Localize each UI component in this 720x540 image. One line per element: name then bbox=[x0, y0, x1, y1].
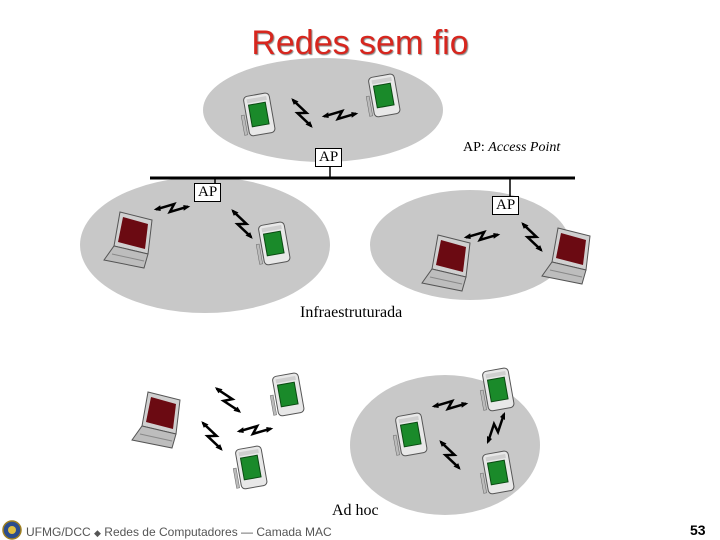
laptop-device bbox=[132, 392, 180, 448]
pda-device bbox=[267, 372, 304, 417]
ufmg-logo-icon bbox=[2, 520, 22, 540]
wireless-link-icon bbox=[237, 413, 274, 446]
wireless-link-icon bbox=[210, 387, 246, 413]
footer: UFMG/DCC ◆ Redes de Computadores — Camad… bbox=[26, 525, 332, 539]
ap-note-prefix: AP: bbox=[463, 140, 488, 155]
footer-course: Redes de Computadores — Camada MAC bbox=[104, 525, 331, 539]
adhoc-label: Ad hoc bbox=[332, 502, 379, 520]
ap-definition-note: AP: Access Point bbox=[463, 140, 560, 156]
ap-label-left: AP bbox=[194, 183, 221, 202]
footer-institution: UFMG/DCC bbox=[26, 525, 91, 539]
ap-note-term: Access Point bbox=[488, 140, 560, 155]
wireless-link-icon bbox=[194, 421, 231, 451]
pda-device bbox=[230, 445, 267, 490]
infrastructure-label: Infraestruturada bbox=[300, 304, 402, 322]
ap-label-right: AP bbox=[492, 196, 519, 215]
page-number: 53 bbox=[690, 522, 706, 538]
footer-separator: ◆ bbox=[94, 528, 101, 538]
ap-label-center: AP bbox=[315, 148, 342, 167]
cell-top bbox=[203, 58, 443, 162]
